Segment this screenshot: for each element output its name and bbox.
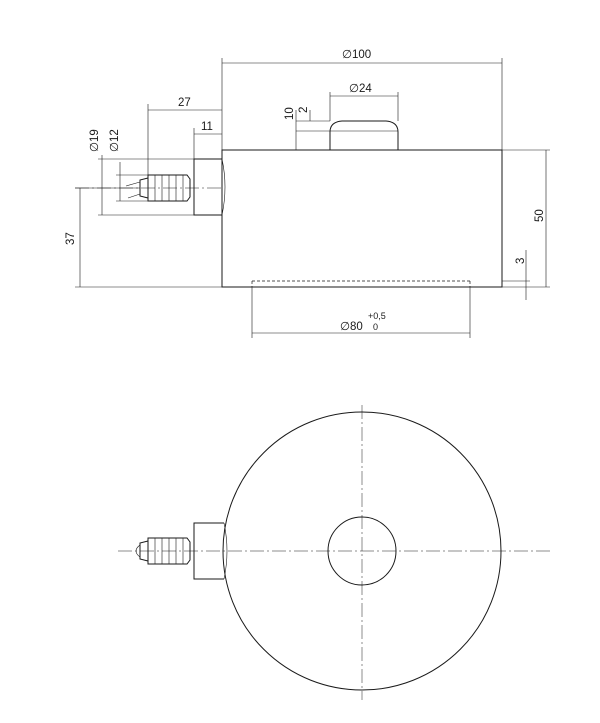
housing-curve (221, 158, 226, 216)
dim-27: 27 (178, 97, 191, 109)
side-view: ∅100 ∅24 10 2 27 11 ∅19 ∅12 37 (65, 49, 550, 338)
dim-dia-12: ∅12 (109, 129, 121, 152)
dim-3: 3 (515, 258, 527, 264)
tolerance-upper: +0,5 (368, 311, 386, 321)
top-cable-housing (193, 522, 224, 580)
cable-housing (193, 158, 222, 216)
body-outline (221, 149, 503, 288)
dim-dia-80: ∅80 (340, 321, 363, 333)
dim-dia-100: ∅100 (342, 49, 371, 61)
dim-10: 10 (284, 107, 296, 120)
top-housing-curve (223, 522, 228, 580)
dim-11: 11 (201, 121, 213, 133)
dim-37: 37 (65, 232, 77, 245)
dim-dia-19: ∅19 (89, 129, 101, 152)
top-cable-gland (135, 537, 191, 565)
dim-2: 2 (298, 107, 310, 113)
load-button (329, 120, 399, 150)
dim-50: 50 (534, 209, 546, 222)
top-view (118, 405, 552, 700)
tolerance-lower: 0 (373, 322, 378, 332)
dim-dia-24: ∅24 (349, 83, 372, 95)
